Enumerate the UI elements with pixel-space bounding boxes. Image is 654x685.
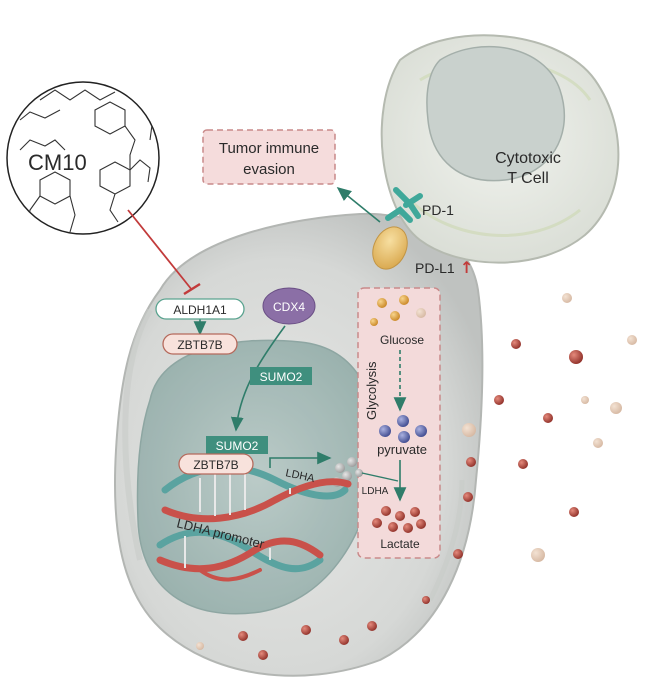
pd1-receptor: [385, 187, 423, 223]
t-cell-texture: [408, 198, 581, 237]
zbtb7b-pill-top: [162, 333, 238, 355]
tcell-label-line2: T Cell: [507, 170, 549, 187]
glycolysis-title: Glycolysis: [364, 361, 379, 420]
inhibition-line: [127, 209, 193, 291]
cdx4-blob: [262, 287, 316, 325]
cm10-label: CM10: [28, 150, 87, 175]
pyruvate-molecules: [379, 415, 427, 443]
pdl1-label: PD-L1: [415, 260, 455, 276]
ldha-transcript-arrow: [269, 451, 332, 468]
membrane-fold: [427, 479, 465, 602]
lactate-label: Lactate: [380, 537, 420, 551]
sumo2-box-free: [250, 367, 312, 385]
pyruvate-label: pyruvate: [377, 442, 427, 457]
pdl1-ligand: [372, 226, 408, 270]
cdx4-label: CDX4: [273, 300, 305, 314]
glucose-label: Glucose: [380, 333, 424, 347]
sumo2-free-label: SUMO2: [260, 370, 303, 384]
ldha-enzyme-label: LDHA: [362, 486, 389, 497]
lactate-molecules: [372, 506, 426, 533]
zbtb7b-nucleus-label: ZBTB7B: [193, 458, 238, 472]
zbtb7b-pill-nucleus: [178, 453, 254, 475]
t-cell-nucleus: [426, 45, 566, 182]
molecule-structure: [19, 89, 153, 233]
pdl1-up-arrow: ↑: [460, 258, 473, 277]
cm10-molecule-circle: [6, 81, 160, 235]
aldh1a1-pill: [155, 298, 245, 320]
pd1-label: PD-1: [422, 202, 454, 218]
pdl1-to-evasion-arrow: [336, 186, 381, 223]
evasion-label-line1: Tumor immune: [219, 140, 319, 157]
evasion-box: [202, 129, 336, 185]
sumo2-box-bound: [206, 436, 268, 454]
aldh1a1-label: ALDH1A1: [173, 303, 227, 317]
ldha-enzyme-arrow: [361, 472, 399, 482]
sumo2-bound-label: SUMO2: [216, 439, 259, 453]
glucose-molecules: [370, 295, 426, 326]
membrane-fold: [122, 308, 153, 561]
inhibition-bar: [183, 282, 201, 296]
tcell-label-line1: Cytotoxic: [495, 150, 561, 167]
extracellular-lactate: [196, 293, 637, 660]
dna-base-pairs: [184, 470, 291, 568]
zbtb7b-top-label: ZBTB7B: [177, 338, 222, 352]
evasion-label-line2: evasion: [243, 161, 295, 178]
